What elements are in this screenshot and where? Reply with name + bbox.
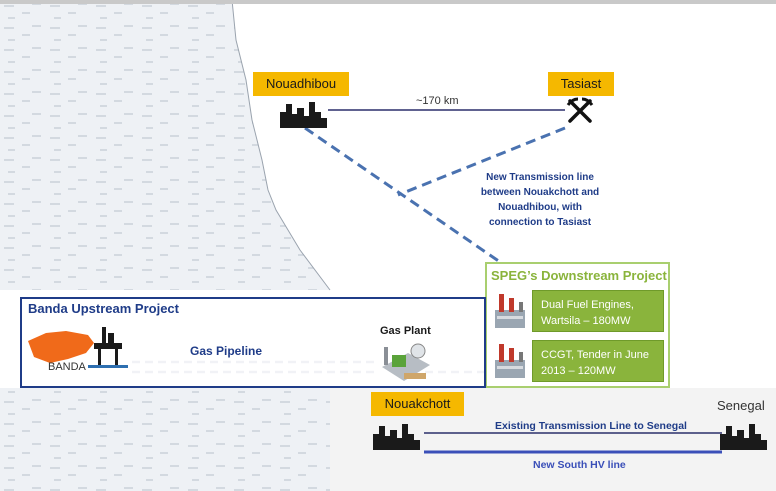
transmission-note-line4: connection to Tasiast [488, 217, 592, 228]
city-skyline-icon [280, 102, 327, 128]
transmission-note-line3: Nouadhibou, with [498, 202, 582, 213]
transmission-note: New Transmission line between Nouakchott… [470, 170, 610, 230]
new-south-hv-label: New South HV line [533, 459, 626, 471]
gas-plant-icon [382, 343, 430, 381]
city-skyline-icon [373, 424, 420, 450]
country-map-icon [28, 331, 94, 363]
speg-box: SPEG’s Downstream Project Dual Fuel Engi… [485, 262, 670, 388]
speg-item-2-line1: CCGT, Tender in June [541, 349, 650, 361]
speg-item-1-line2: Wartsila – 180MW [541, 315, 631, 327]
tasiast-label: Tasiast [548, 72, 614, 96]
banda-logo-text: BANDA [48, 361, 86, 373]
dashed-tasiast-junction [397, 126, 566, 197]
coastline [231, 0, 331, 291]
power-plant-icon [495, 294, 525, 328]
gas-plant-label: Gas Plant [380, 325, 431, 337]
banda-title: Banda Upstream Project [28, 301, 179, 316]
city-skyline-icon [720, 424, 767, 450]
speg-title: SPEG’s Downstream Project [491, 268, 667, 283]
distance-label: ~170 km [416, 95, 459, 107]
speg-item-2-line2: 2013 – 120MW [541, 365, 616, 377]
speg-item-1: Dual Fuel Engines, Wartsila – 180MW [532, 290, 664, 332]
transmission-note-line2: between Nouakchott and [480, 187, 600, 198]
senegal-label: Senegal [717, 398, 765, 413]
nouadhibou-label: Nouadhibou [253, 72, 349, 96]
mine-pickaxe-icon [566, 97, 594, 123]
speg-item-2: CCGT, Tender in June 2013 – 120MW [532, 340, 664, 382]
transmission-note-line1: New Transmission line [486, 172, 594, 183]
speg-item-1-line1: Dual Fuel Engines, [541, 299, 634, 311]
power-plant-icon [495, 344, 525, 378]
existing-line-label: Existing Transmission Line to Senegal [495, 420, 687, 432]
oil-rig-icon [88, 327, 128, 368]
nouakchott-label: Nouakchott [371, 392, 464, 416]
dashed-nouadhibou-speg [304, 126, 501, 264]
banda-box: Banda Upstream Project BANDA Gas Pipelin… [20, 297, 486, 388]
gas-pipeline-label: Gas Pipeline [190, 344, 263, 358]
